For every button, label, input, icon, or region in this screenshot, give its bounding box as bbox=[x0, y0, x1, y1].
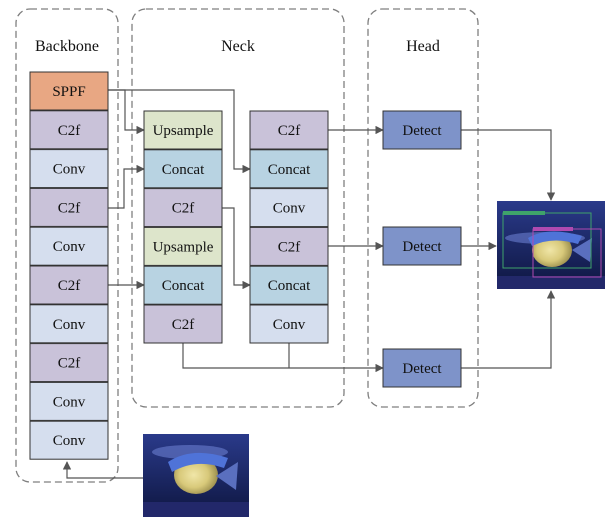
head-title: Head bbox=[406, 38, 440, 55]
connections bbox=[62, 89, 556, 479]
head-detect-block-2 bbox=[382, 226, 462, 266]
backbone-conv-block-3 bbox=[29, 149, 109, 189]
backbone-conv-block-10 bbox=[29, 420, 109, 460]
neck-left-concat-label-2: Concat bbox=[162, 162, 205, 178]
neck-right-c2f-label-4: C2f bbox=[278, 239, 301, 255]
wire-input-to-backbone bbox=[62, 461, 143, 479]
neck-group bbox=[131, 8, 345, 408]
neck-right-c2f-label-1: C2f bbox=[278, 123, 301, 139]
backbone-title: Backbone bbox=[35, 38, 99, 55]
neck-left-upsample-block-4 bbox=[143, 226, 223, 266]
wire-c2f-neck-to-concat-lower bbox=[222, 207, 251, 290]
backbone-sppf-block-1 bbox=[29, 71, 109, 111]
backbone-conv-label-10: Conv bbox=[53, 433, 86, 449]
backbone-c2f-block-2 bbox=[29, 110, 109, 150]
head-detect-label-2: Detect bbox=[402, 239, 442, 255]
head-detect-label-1: Detect bbox=[402, 123, 442, 139]
backbone-c2f-label-4: C2f bbox=[58, 200, 81, 216]
neck-left-concat-block-2 bbox=[143, 149, 223, 189]
wire-necks-to-detect-3 bbox=[182, 343, 384, 373]
head-group bbox=[367, 8, 479, 408]
neck-left-upsample-label-1: Upsample bbox=[153, 123, 214, 139]
wire-sppf-to-concat-neck-top bbox=[108, 89, 251, 174]
neck-left-c2f-block-6 bbox=[143, 304, 223, 344]
wire-detect-3-to-output bbox=[461, 290, 556, 369]
neck-title: Neck bbox=[221, 38, 255, 55]
backbone-conv-block-5 bbox=[29, 226, 109, 266]
backbone-c2f-label-2: C2f bbox=[58, 123, 81, 139]
wire-c2f-backbone-to-concat-1 bbox=[108, 164, 145, 209]
backbone-c2f-block-4 bbox=[29, 187, 109, 227]
backbone-conv-label-3: Conv bbox=[53, 162, 86, 178]
neck-right-concat-label-5: Concat bbox=[268, 278, 311, 294]
wire-sppf-to-upsample-1 bbox=[108, 89, 145, 135]
backbone-c2f-label-8: C2f bbox=[58, 356, 81, 372]
neck-right-conv-block-6 bbox=[249, 304, 329, 344]
neck-right-c2f-block-4 bbox=[249, 226, 329, 266]
backbone-conv-label-5: Conv bbox=[53, 239, 86, 255]
neck-left-upsample-block-1 bbox=[143, 110, 223, 150]
backbone-c2f-block-8 bbox=[29, 343, 109, 383]
backbone-group bbox=[15, 8, 119, 483]
backbone-c2f-block-6 bbox=[29, 265, 109, 305]
backbone-conv-label-9: Conv bbox=[53, 394, 86, 410]
backbone-conv-block-7 bbox=[29, 304, 109, 344]
backbone-sppf-label-1: SPPF bbox=[52, 84, 85, 100]
neck-right-c2f-block-1 bbox=[249, 110, 329, 150]
neck-right-conv-block-3 bbox=[249, 188, 329, 228]
neck-left-upsample-label-4: Upsample bbox=[153, 239, 214, 255]
head-detect-block-1 bbox=[382, 110, 462, 150]
neck-right-concat-block-5 bbox=[249, 265, 329, 305]
backbone-conv-label-7: Conv bbox=[53, 317, 86, 333]
neck-left-concat-label-5: Concat bbox=[162, 278, 205, 294]
neck-right-conv-label-3: Conv bbox=[273, 201, 306, 217]
neck-right-concat-label-2: Concat bbox=[268, 162, 311, 178]
neck-left-c2f-block-3 bbox=[143, 188, 223, 228]
neck-left-c2f-label-3: C2f bbox=[172, 201, 195, 217]
input-fish-image bbox=[143, 434, 249, 517]
neck-right-concat-block-2 bbox=[249, 149, 329, 189]
neck-left-c2f-label-6: C2f bbox=[172, 317, 195, 333]
head-detect-label-3: Detect bbox=[402, 361, 442, 377]
wire-detect-1-to-output bbox=[461, 129, 556, 201]
output-detection-image bbox=[497, 201, 605, 289]
backbone-c2f-label-6: C2f bbox=[58, 278, 81, 294]
head-detect-block-3 bbox=[382, 348, 462, 388]
neck-right-conv-label-6: Conv bbox=[273, 317, 306, 333]
neck-left-concat-block-5 bbox=[143, 265, 223, 305]
backbone-conv-block-9 bbox=[29, 381, 109, 421]
